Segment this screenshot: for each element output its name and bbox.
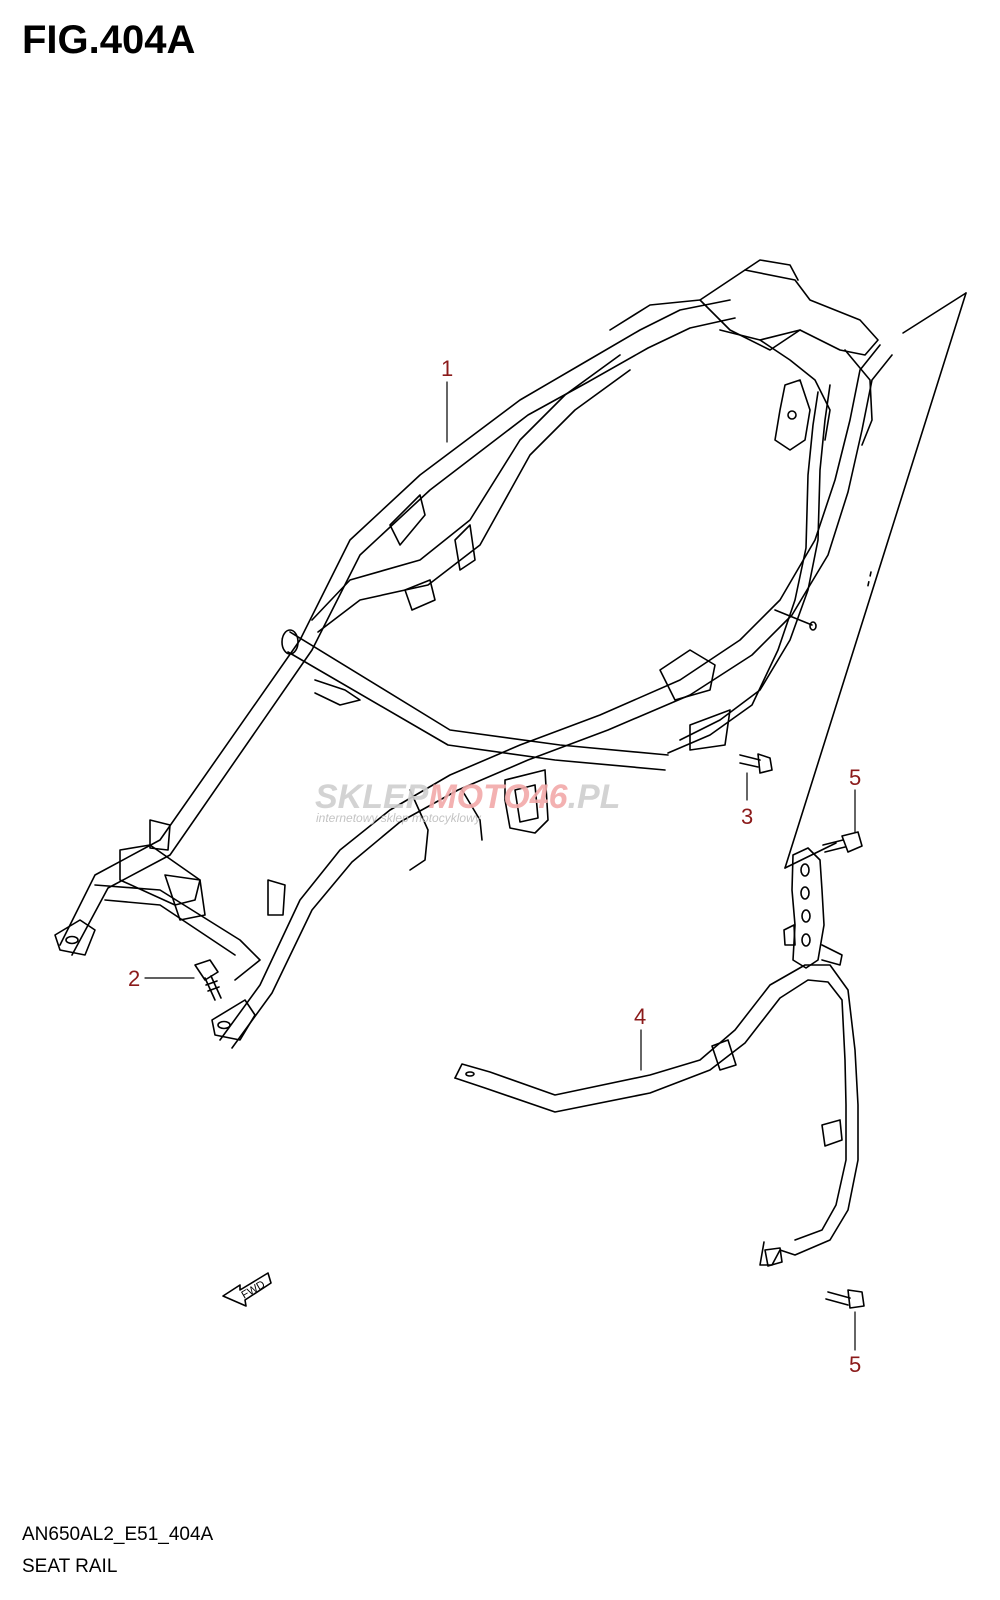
watermark-text-a: SKLEP — [315, 778, 429, 816]
bolt-part-3 — [739, 753, 773, 774]
watermark-text-d: .PL — [568, 778, 621, 816]
callout-3: 3 — [741, 804, 753, 829]
fwd-arrow-icon — [222, 1272, 272, 1307]
fwd-label: FWD — [240, 1279, 268, 1302]
watermark: SKLEPMOTO46.PL internetowy sklep motocyk… — [315, 778, 620, 825]
bolt-part-5-upper — [822, 831, 863, 853]
bracket-part-4 — [454, 847, 859, 1267]
bolt-part-5-lower — [825, 1289, 865, 1309]
seat-rail-frame — [54, 259, 893, 1049]
callout-2: 2 — [128, 966, 140, 991]
leader-lines — [144, 381, 856, 1351]
figure-name: SEAT RAIL — [22, 1556, 118, 1577]
callout-5-upper: 5 — [849, 765, 861, 790]
callout-1: 1 — [441, 356, 453, 381]
figure-title: FIG.404A — [22, 18, 196, 62]
figure-code: AN650AL2_E51_404A — [22, 1524, 214, 1545]
watermark-text-b: MOTO — [428, 778, 529, 816]
watermark-text-c: 46 — [529, 778, 569, 816]
bolt-part-2 — [194, 959, 222, 1001]
watermark-subtitle: internetowy sklep motocyklowy — [316, 811, 482, 825]
callout-5-lower: 5 — [849, 1352, 861, 1377]
svg-text:SKLEPMOTO46.PL: SKLEPMOTO46.PL — [315, 778, 620, 816]
callout-4: 4 — [634, 1004, 646, 1029]
